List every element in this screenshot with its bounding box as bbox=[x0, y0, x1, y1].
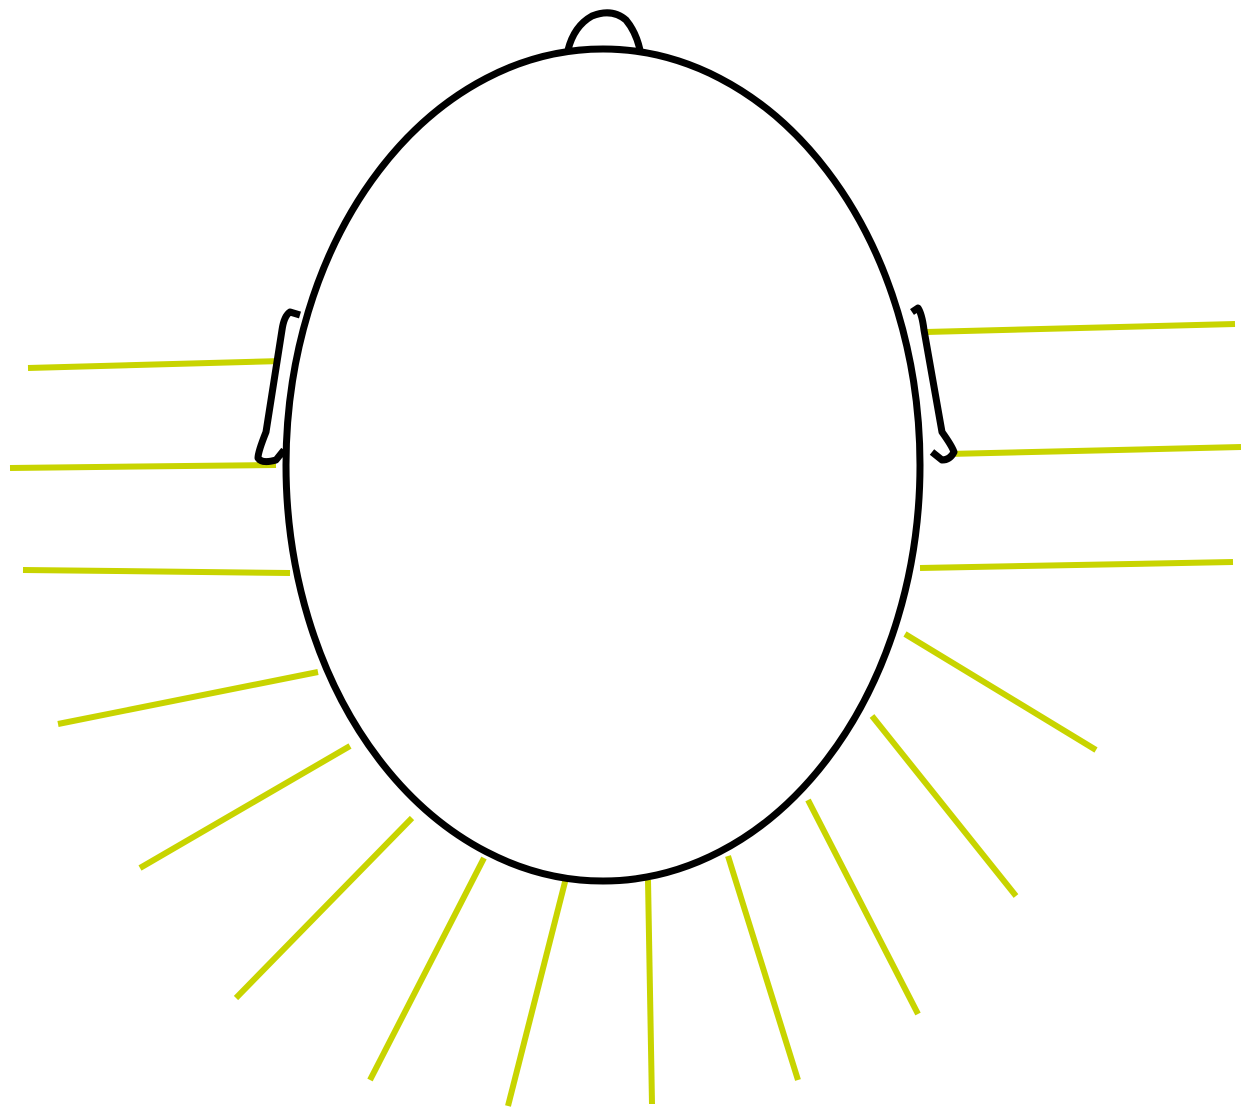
guide-line-9 bbox=[648, 880, 652, 1104]
head-outline bbox=[286, 49, 920, 881]
guide-line-16 bbox=[926, 324, 1235, 332]
nose-bump bbox=[568, 13, 640, 50]
guide-line-15 bbox=[948, 447, 1241, 454]
guide-line-13 bbox=[905, 634, 1096, 750]
guide-line-14 bbox=[920, 562, 1233, 568]
guide-line-11 bbox=[808, 800, 918, 1014]
guide-line-2 bbox=[10, 465, 276, 468]
guide-line-8 bbox=[508, 878, 566, 1106]
guide-line-7 bbox=[370, 858, 484, 1080]
guide-line-1 bbox=[28, 361, 282, 368]
guide-line-10 bbox=[728, 856, 798, 1080]
guide-line-3 bbox=[23, 570, 290, 573]
guide-line-6 bbox=[236, 818, 412, 998]
guide-line-4 bbox=[58, 672, 318, 724]
guide-line-5 bbox=[140, 746, 350, 868]
guide-line-12 bbox=[872, 716, 1016, 896]
